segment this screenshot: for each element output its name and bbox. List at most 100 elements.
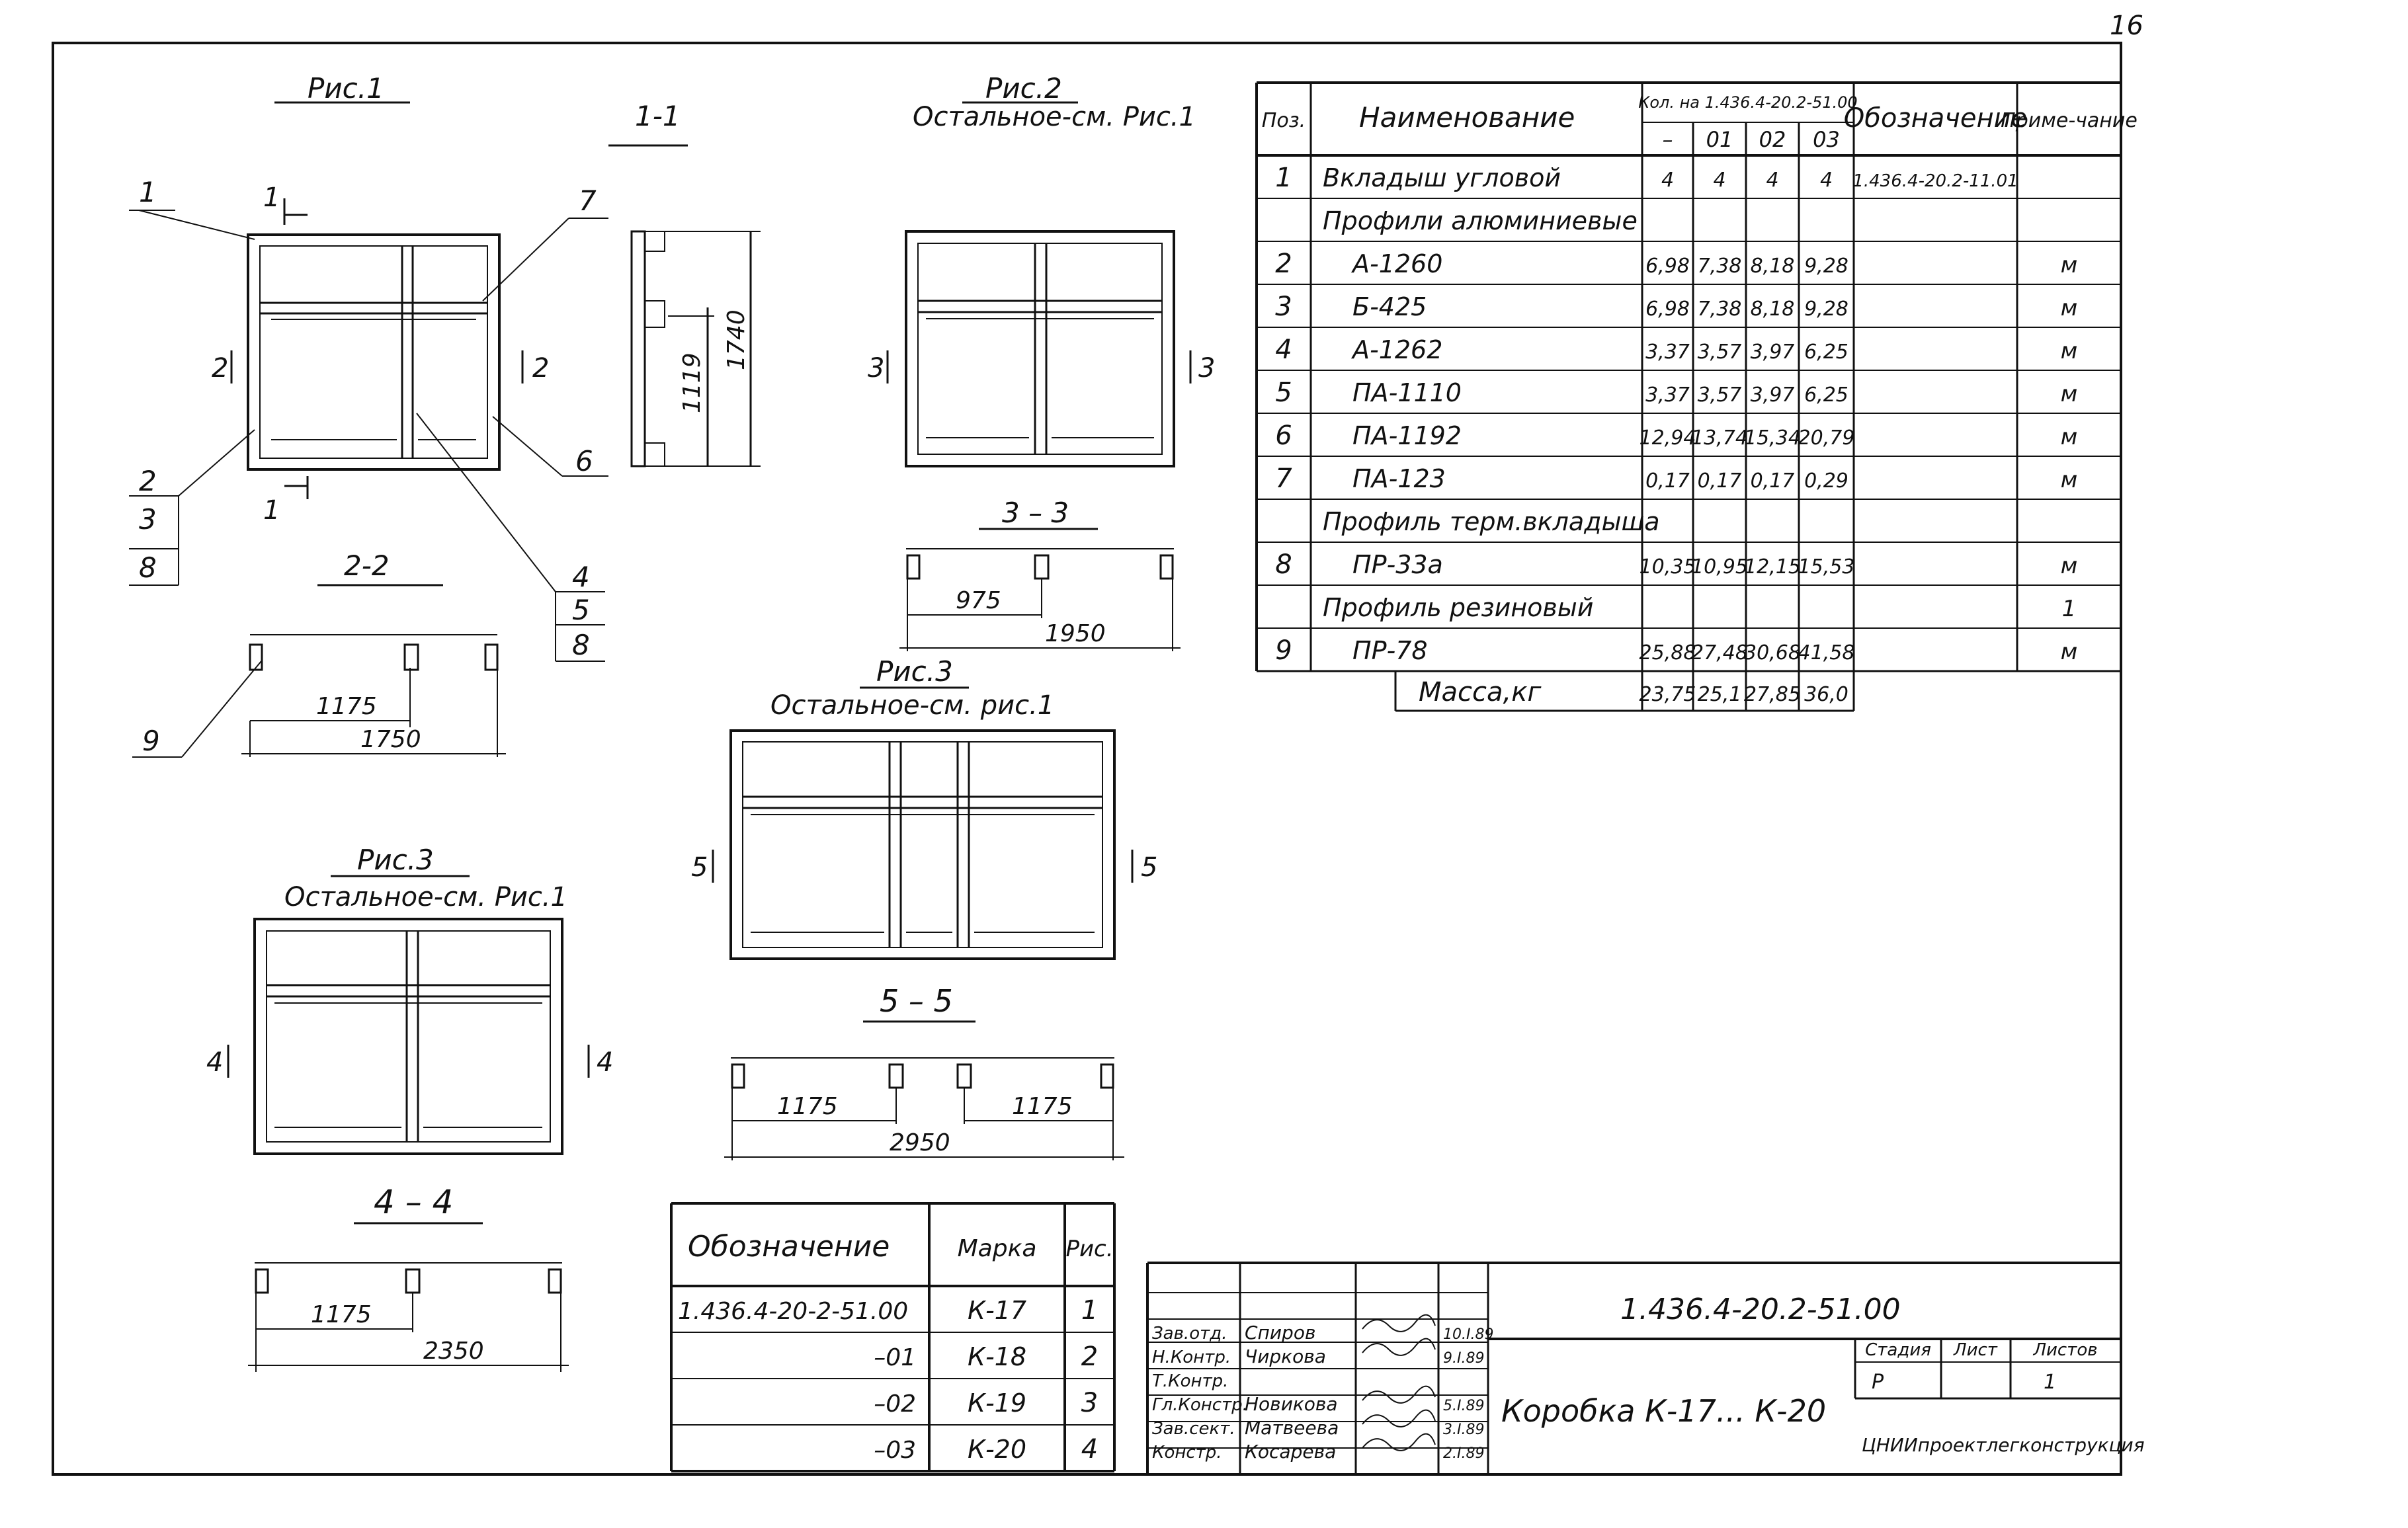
row-name: Профиль терм.вкладыша xyxy=(1323,507,1660,536)
sec22-dim: 1175 xyxy=(316,693,377,720)
row-qty: 8,18 xyxy=(1751,298,1795,321)
fig1-title: Рис.1 xyxy=(308,72,384,104)
row-name: ПР-33а xyxy=(1352,550,1443,579)
row-designation: 1.436.4-20-2-51.00 xyxy=(678,1298,908,1325)
row-note: м xyxy=(2061,424,2078,450)
row-qty: 12,15 xyxy=(1744,555,1801,579)
fig1-sec-mark: 1 xyxy=(263,182,280,213)
row-note: м xyxy=(2061,381,2078,407)
fig1-callout: 1 xyxy=(139,176,157,208)
row-designation: –02 xyxy=(874,1390,916,1418)
row-name: ПА-1192 xyxy=(1352,421,1462,450)
sec33-dim: 1950 xyxy=(1045,620,1106,647)
figure-3-upper: Рис.3 Остальное-см. рис.1 5 5 xyxy=(691,655,1157,960)
row-qty: 0,29 xyxy=(1804,469,1848,493)
mass-qty: 25,1 xyxy=(1698,683,1742,706)
fig3a-subtitle: Остальное-см. рис.1 xyxy=(770,690,1054,721)
row-note: 1 xyxy=(2062,596,2077,622)
row-pos: 1 xyxy=(1275,163,1292,193)
section-1-1: 1-1 1119 1740 xyxy=(608,100,761,467)
staff-role: Гл.Констр. xyxy=(1152,1395,1248,1415)
header-mark: Марка xyxy=(958,1235,1037,1262)
fig1-callout: 2 xyxy=(139,465,157,497)
fig1-callout: 5 xyxy=(572,594,590,626)
header-note: Приме-чание xyxy=(2001,109,2138,132)
row-qty: 12,94 xyxy=(1640,426,1696,450)
staff-name: Спиров xyxy=(1245,1322,1315,1344)
row-name: ПА-1110 xyxy=(1352,378,1462,407)
row-qty: 3,37 xyxy=(1645,383,1690,407)
mass-qty: 27,85 xyxy=(1744,683,1801,706)
row-qty: 20,79 xyxy=(1798,426,1855,450)
row-qty: 15,53 xyxy=(1798,555,1855,579)
row-pos: 2 xyxy=(1275,249,1292,279)
sec22-callout: 9 xyxy=(142,725,160,757)
row-pos: 4 xyxy=(1275,335,1292,365)
header-qty-col: 01 xyxy=(1706,127,1733,152)
row-name: А-1262 xyxy=(1350,335,1442,364)
fig3b-sec-mark: 4 xyxy=(597,1047,613,1078)
fig1-sec-mark: 2 xyxy=(212,353,228,383)
row-mark: К-19 xyxy=(968,1388,1026,1418)
sec11-dim: 1119 xyxy=(679,352,706,413)
fig1-callout: 8 xyxy=(572,629,590,661)
sec55-dim: 2950 xyxy=(890,1129,950,1156)
signature xyxy=(1362,1338,1436,1356)
row-fig: 2 xyxy=(1081,1342,1098,1372)
header-pos: Поз. xyxy=(1262,109,1306,132)
row-fig: 1 xyxy=(1081,1295,1098,1326)
row-designation: –01 xyxy=(874,1344,916,1371)
stage-header: Стадия xyxy=(1865,1340,1931,1360)
row-pos: 7 xyxy=(1275,463,1292,494)
row-note: м xyxy=(2061,639,2078,665)
row-designation: –03 xyxy=(874,1437,916,1464)
fig3a-sec-mark: 5 xyxy=(1141,852,1157,883)
row-pos: 8 xyxy=(1275,549,1292,580)
sec22-title: 2-2 xyxy=(344,549,390,582)
fig2-subtitle: Остальное-см. Рис.1 xyxy=(913,102,1196,132)
row-qty: 7,38 xyxy=(1698,298,1742,321)
row-qty: 30,68 xyxy=(1744,641,1801,664)
sheet-frame xyxy=(52,42,2122,1476)
organization: ЦНИИпроектлегконструкция xyxy=(1862,1434,2145,1456)
signature xyxy=(1362,1433,1436,1451)
signature xyxy=(1362,1314,1436,1332)
staff-date: 3.I.89 xyxy=(1443,1422,1484,1438)
fig1-callout: 4 xyxy=(572,561,590,593)
row-qty: 3,57 xyxy=(1698,341,1742,364)
fig1-sec-mark: 2 xyxy=(532,353,549,383)
fig3b-sec-mark: 4 xyxy=(206,1047,223,1078)
fig2-title: Рис.2 xyxy=(985,72,1062,104)
staff-name: Матвеева xyxy=(1245,1417,1339,1439)
sheet-header: Лист xyxy=(1953,1340,1998,1360)
staff-date: 5.I.89 xyxy=(1443,1398,1484,1414)
row-pos: 5 xyxy=(1275,378,1292,408)
row-fig: 3 xyxy=(1081,1388,1098,1418)
header-qty-col: 03 xyxy=(1813,127,1840,152)
row-qty: 0,17 xyxy=(1698,469,1742,493)
row-qty: 3,97 xyxy=(1751,383,1795,407)
row-fig: 4 xyxy=(1081,1434,1098,1465)
sec44-title: 4 – 4 xyxy=(374,1183,453,1221)
section-4-4: 4 – 4 1175 2350 xyxy=(248,1183,569,1372)
sec44-dim: 2350 xyxy=(423,1338,484,1365)
fig1-callout: 7 xyxy=(579,184,597,217)
sec55-dim: 1175 xyxy=(1012,1093,1073,1120)
fig3a-title: Рис.3 xyxy=(876,655,953,688)
row-note: м xyxy=(2061,295,2078,321)
row-qty: 6,25 xyxy=(1804,383,1848,407)
row-pos: 6 xyxy=(1275,421,1292,451)
row-qty: 15,34 xyxy=(1744,426,1801,450)
row-qty: 10,35 xyxy=(1640,555,1696,579)
row-qty: 3,37 xyxy=(1645,341,1690,364)
row-pos: 3 xyxy=(1275,292,1292,322)
header-qty-col: – xyxy=(1663,127,1673,152)
sec55-dim: 1175 xyxy=(777,1093,838,1120)
sec44-dim: 1175 xyxy=(311,1301,372,1328)
staff-name: Чиркова xyxy=(1245,1346,1326,1367)
row-qty: 10,95 xyxy=(1691,555,1748,579)
header-designation: Обозначение xyxy=(1844,103,2028,134)
row-qty: 6,98 xyxy=(1645,255,1690,278)
staff-role: Н.Контр. xyxy=(1152,1347,1231,1367)
